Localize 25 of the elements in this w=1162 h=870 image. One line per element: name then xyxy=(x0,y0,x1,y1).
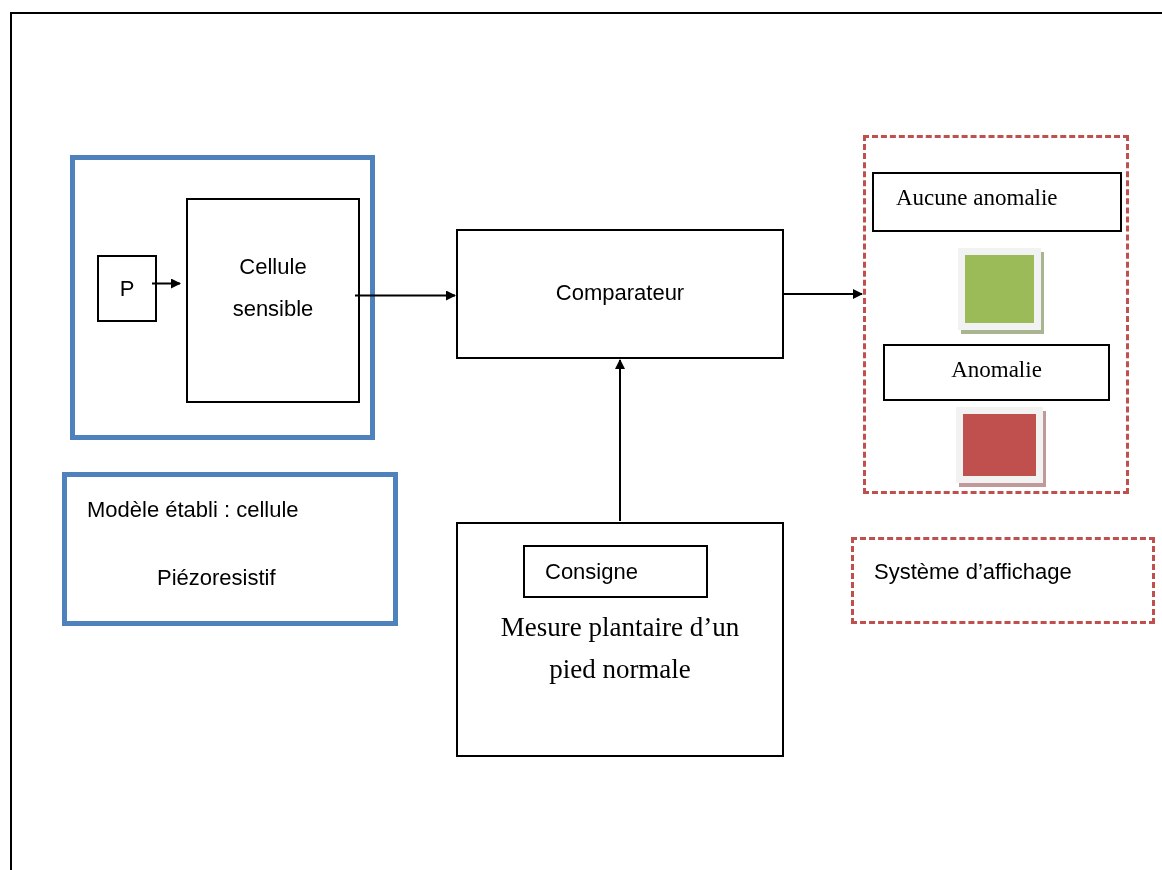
group-frame xyxy=(70,155,375,440)
arrow xyxy=(783,289,863,299)
label-box xyxy=(523,545,708,598)
node-text: Cellule sensible xyxy=(231,253,315,323)
process-box xyxy=(456,522,784,757)
note-box xyxy=(62,472,398,626)
node-text: Piézoresistif xyxy=(157,564,276,592)
node-text: Aucune anomalie xyxy=(896,183,1058,212)
node-text: Anomalie xyxy=(951,356,1042,385)
label-box xyxy=(883,344,1110,401)
arrow xyxy=(151,278,181,289)
group-frame xyxy=(863,135,1129,494)
arrow xyxy=(615,359,625,522)
node-text: Système d’affichage xyxy=(874,558,1072,586)
group-frame xyxy=(851,537,1155,624)
node-text: Comparateur xyxy=(555,279,685,307)
node-text: P xyxy=(119,275,135,303)
process-box xyxy=(97,255,157,322)
process-box xyxy=(186,198,360,403)
label-box xyxy=(872,172,1122,232)
node-text: Mesure plantaire d’un pied normale xyxy=(499,611,741,686)
node-text: Consigne xyxy=(545,557,638,586)
node-text: Modèle établi : cellule xyxy=(87,496,299,524)
process-box xyxy=(456,229,784,359)
arrow xyxy=(354,290,456,301)
